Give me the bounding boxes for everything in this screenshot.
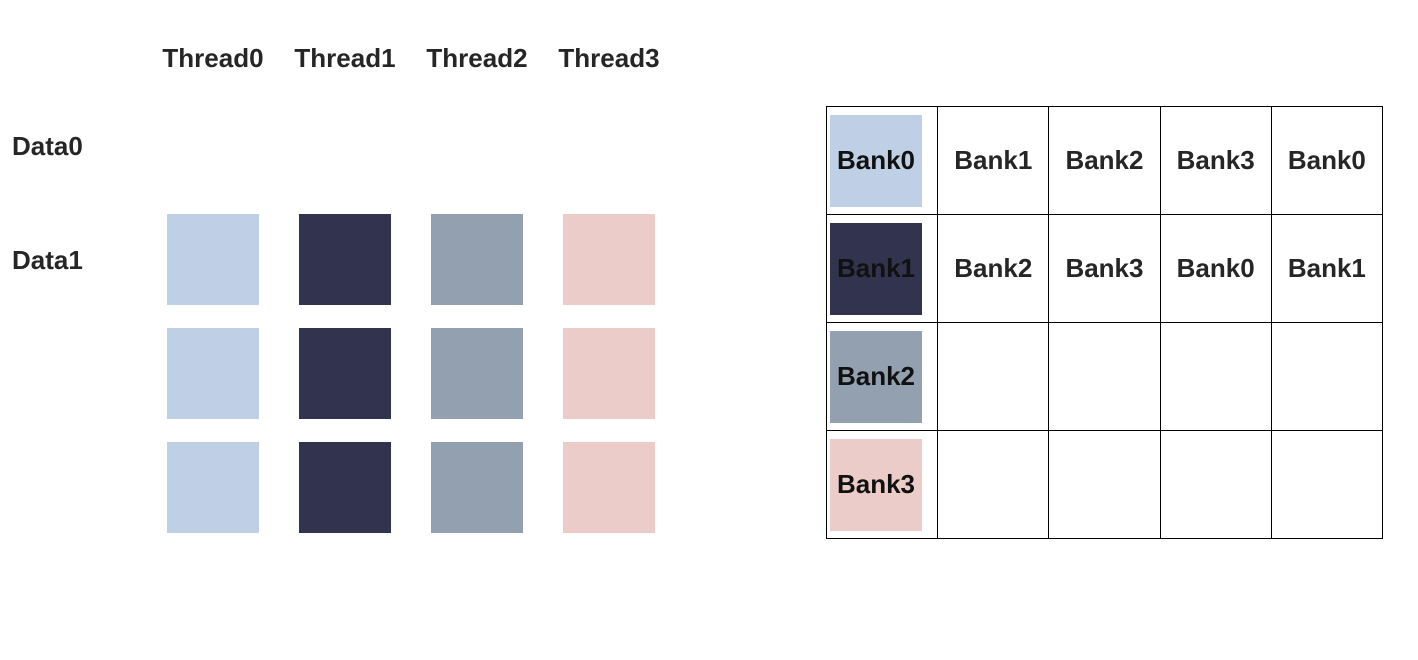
bank-cell-r1-c2: Bank3 <box>1048 214 1161 323</box>
bank-cell-label: Bank0 <box>1176 253 1255 283</box>
bank-cell-label: Bank3 <box>1176 145 1255 175</box>
bank-cell-r1-c4: Bank1 <box>1270 214 1384 323</box>
thread-label-3: Thread3 <box>558 43 660 73</box>
bank-cell-r2-c2 <box>1048 322 1161 431</box>
data-square-r2-c3 <box>563 442 655 533</box>
data-square-r1-c0 <box>167 328 259 419</box>
bank-cell-label: Bank2 <box>1065 145 1144 175</box>
data-square-r2-c1 <box>299 442 391 533</box>
thread-label-2: Thread2 <box>426 43 528 73</box>
bank-cell-label: Bank2 <box>836 361 916 391</box>
data-square-r1-c1 <box>299 328 391 419</box>
bank-cell-r0-c0: Bank0 <box>825 106 939 215</box>
thread-label-0: Thread0 <box>162 43 264 73</box>
bank-cell-r2-c0: Bank2 <box>825 322 939 431</box>
bank-cell-r2-c3 <box>1159 322 1272 431</box>
bank-swatch <box>830 115 922 207</box>
bank-cell-label: Bank0 <box>836 145 916 175</box>
bank-table-row: Bank3 <box>825 430 1384 539</box>
bank-cell-r2-c4 <box>1270 322 1384 431</box>
bank-swatch <box>830 223 922 315</box>
data-square-r2-c2 <box>431 442 523 533</box>
data-square-r0-c2 <box>431 214 523 305</box>
bank-cell-r0-c3: Bank3 <box>1159 106 1272 215</box>
bank-swatch <box>830 439 922 531</box>
data-square-r0-c3 <box>563 214 655 305</box>
bank-cell-label: Bank1 <box>836 253 916 283</box>
bank-cell-r0-c2: Bank2 <box>1048 106 1161 215</box>
bank-cell-r2-c1 <box>937 322 1050 431</box>
bank-swatch <box>830 331 922 423</box>
bank-table-row: Bank2 <box>825 322 1384 431</box>
bank-cell-label: Bank0 <box>1287 145 1366 175</box>
bank-cell-r1-c1: Bank2 <box>937 214 1050 323</box>
data-square-r1-c2 <box>431 328 523 419</box>
bank-cell-r3-c1 <box>937 430 1050 539</box>
bank-table-row: Bank1 Bank2 Bank3 Bank0 Bank1 <box>825 214 1384 323</box>
bank-cell-label: Bank1 <box>954 145 1033 175</box>
data-label-1: Data1 <box>12 245 83 275</box>
data-label-0: Data0 <box>12 131 83 161</box>
bank-cell-r1-c3: Bank0 <box>1159 214 1272 323</box>
bank-cell-r3-c0: Bank3 <box>825 430 939 539</box>
data-square-r0-c0 <box>167 214 259 305</box>
bank-cell-label: Bank1 <box>1287 253 1366 283</box>
bank-cell-r3-c4 <box>1270 430 1384 539</box>
bank-cell-r1-c0: Bank1 <box>825 214 939 323</box>
bank-cell-label: Bank3 <box>836 469 916 499</box>
bank-cell-r0-c4: Bank0 <box>1270 106 1384 215</box>
data-square-r0-c1 <box>299 214 391 305</box>
bank-cell-r3-c3 <box>1159 430 1272 539</box>
bank-cell-label: Bank3 <box>1065 253 1144 283</box>
thread-label-1: Thread1 <box>294 43 396 73</box>
bank-cell-label: Bank2 <box>954 253 1033 283</box>
data-square-r2-c0 <box>167 442 259 533</box>
bank-cell-r0-c1: Bank1 <box>937 106 1050 215</box>
bank-table-row: Bank0 Bank1 Bank2 Bank3 Bank0 <box>825 106 1384 215</box>
bank-cell-r3-c2 <box>1048 430 1161 539</box>
data-square-r1-c3 <box>563 328 655 419</box>
